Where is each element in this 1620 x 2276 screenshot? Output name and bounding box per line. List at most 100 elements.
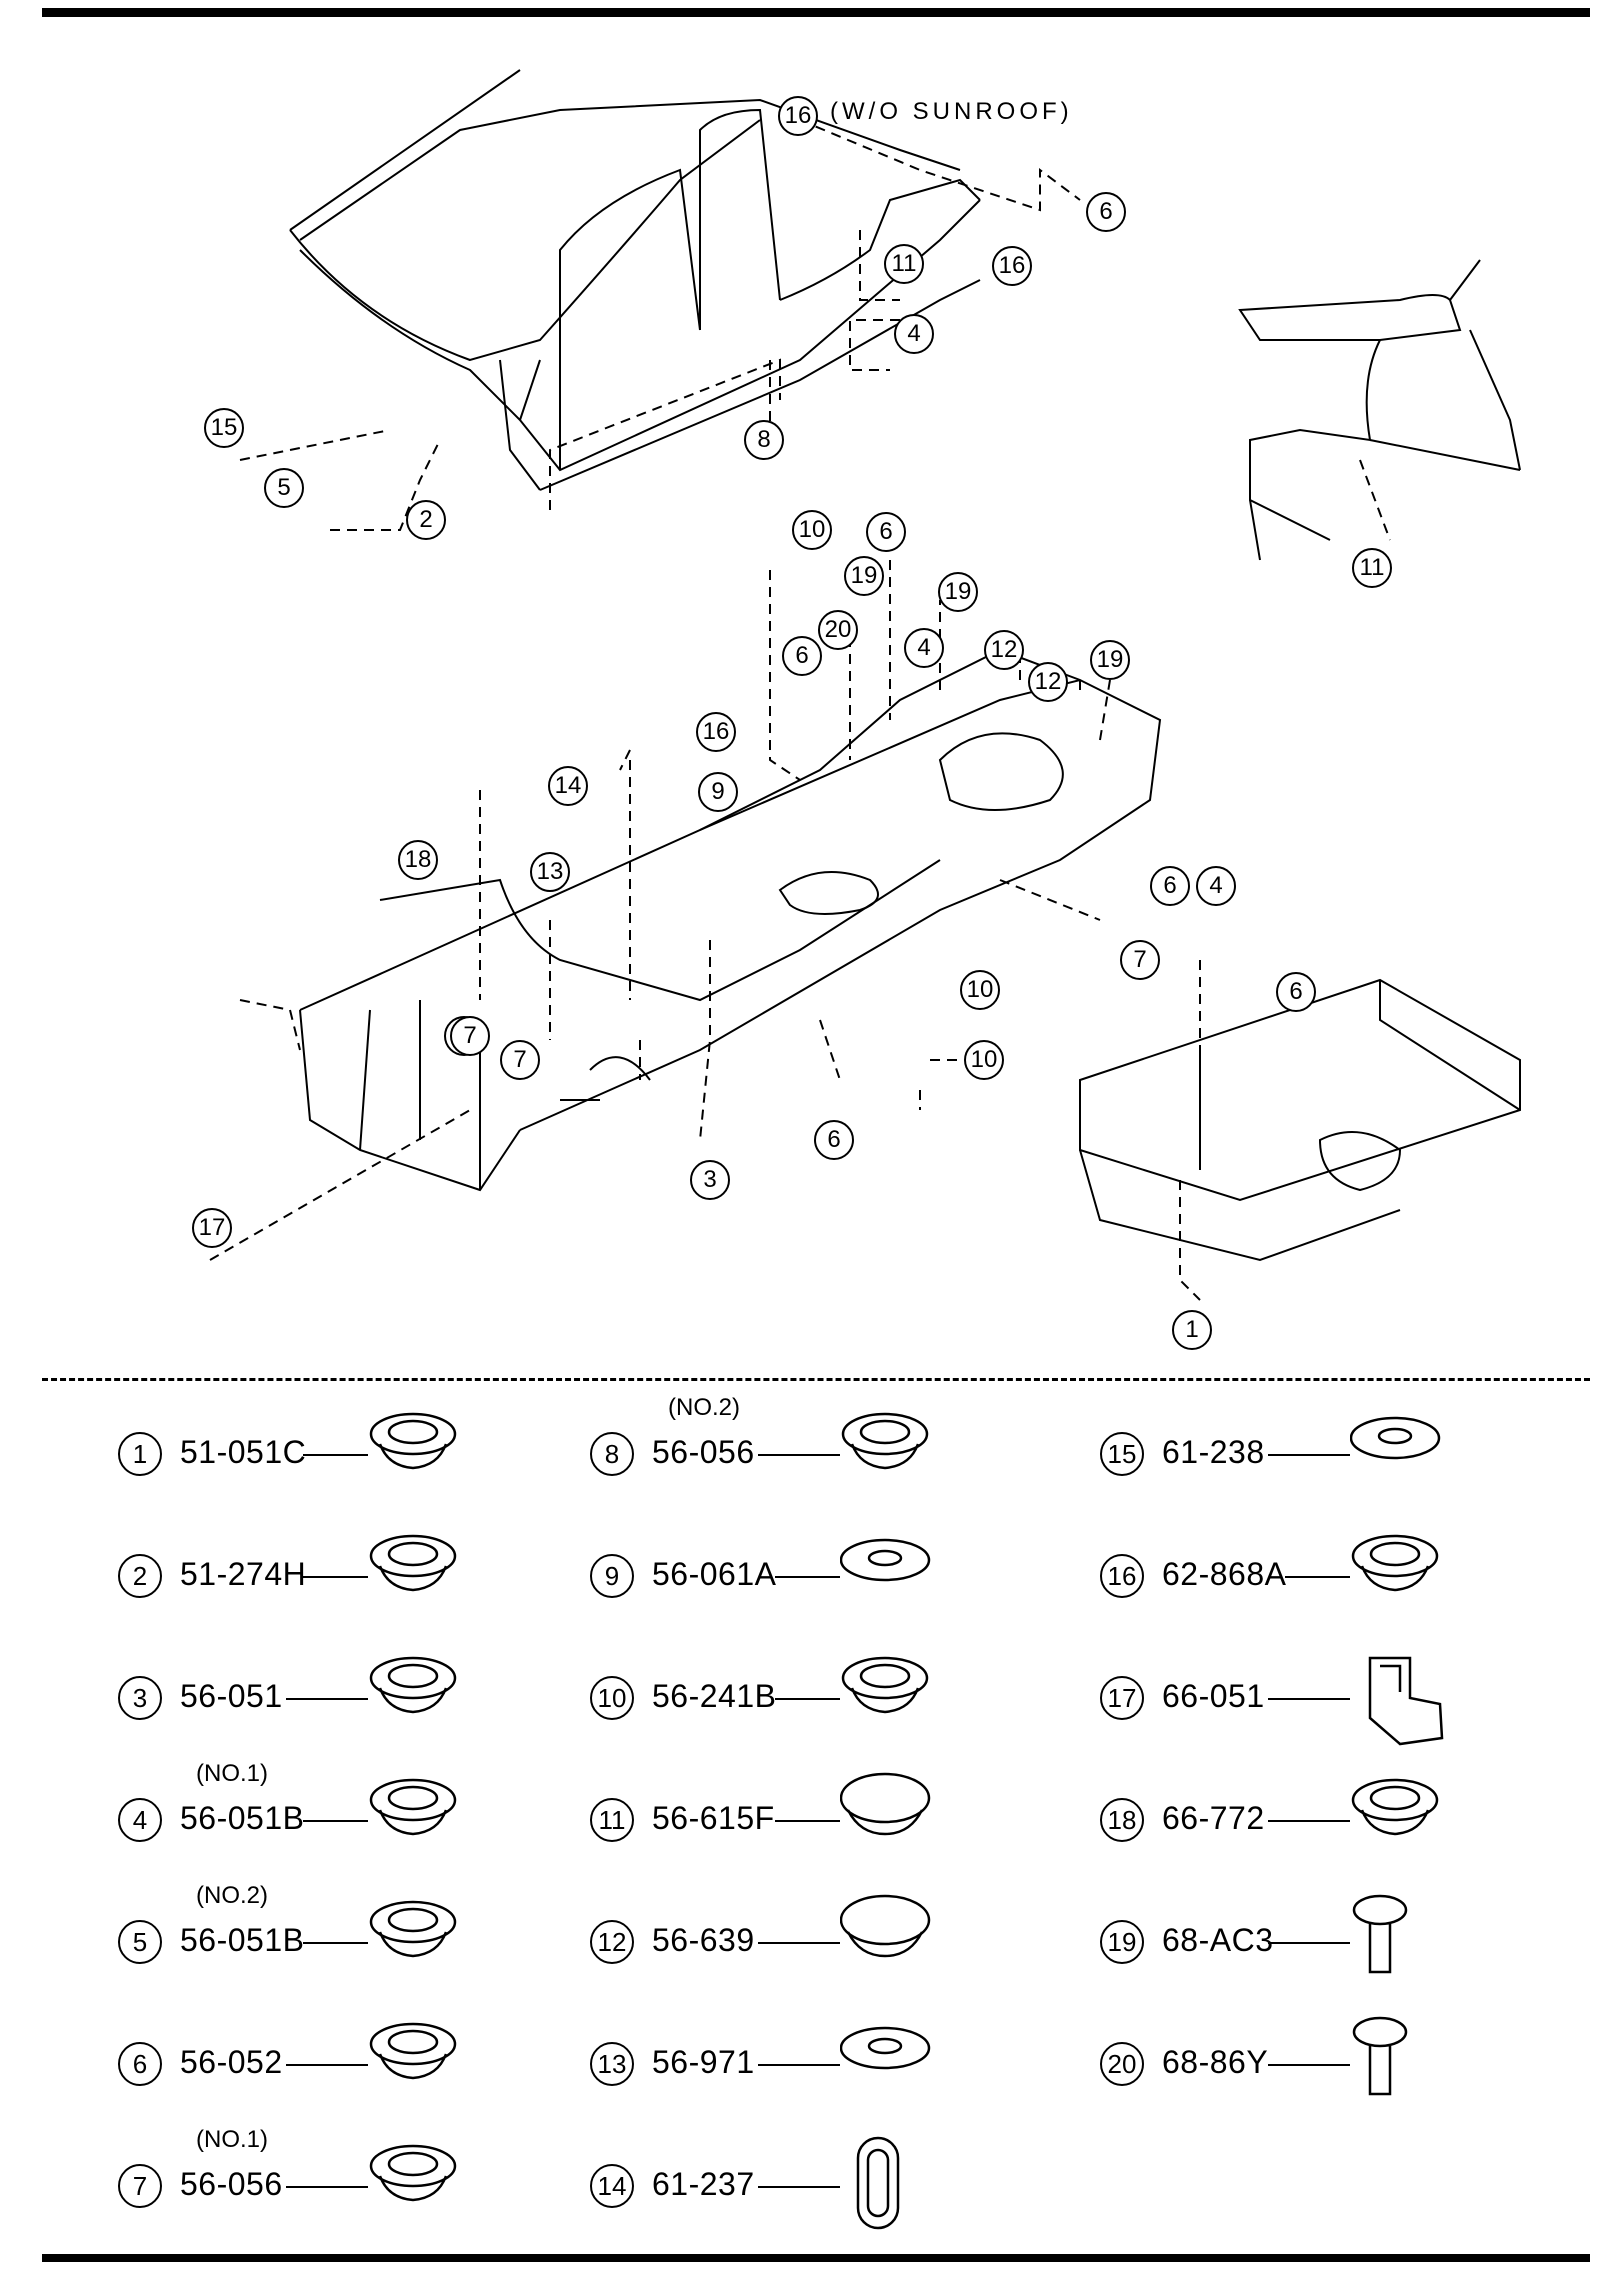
part-leader-line [286,2186,368,2188]
callout-10: 10 [960,970,1000,1010]
part-number-circle: 20 [1100,2042,1144,2086]
body-shell-drawing [289,69,981,491]
part-grommet-icon [369,1778,457,1836]
bottom-rule [42,2254,1590,2262]
part-oval-icon [856,2136,900,2230]
part-flat-icon [1350,1416,1441,1460]
part-note: (NO.1) [196,2126,268,2153]
callout-6: 6 [1086,192,1126,232]
part-grommet-icon [369,1412,457,1470]
callout-10: 10 [792,510,832,550]
part-entry: 5 (NO.2) 56-051B [118,1878,638,1998]
body-illustration [209,69,1521,1301]
part-leader-line [1268,2064,1350,2066]
part-entry: 20 68-86Y [1100,2000,1620,2120]
part-number-circle: 12 [590,1920,634,1964]
part-code: 51-274H [180,1556,307,1592]
callout-10: 10 [964,1040,1004,1080]
part-leader-line [758,2186,840,2188]
callout-11: 11 [1352,548,1392,588]
callout-12: 12 [984,630,1024,670]
part-grommet-icon [841,1412,929,1470]
part-number-circle: 14 [590,2164,634,2208]
part-leader-line [1285,1576,1350,1578]
callout-6: 6 [782,636,822,676]
part-bolt-icon [1352,2016,1408,2096]
part-code: 56-051B [180,1922,305,1958]
callout-15: 15 [204,408,244,448]
part-leader-line [286,2064,368,2066]
part-entry: 2 51-274H [118,1512,638,1632]
callout-6: 6 [1150,866,1190,906]
part-leader-line [775,1576,840,1578]
callout-18: 18 [398,840,438,880]
part-code: 56-056 [180,2166,283,2202]
callout-4: 4 [904,628,944,668]
part-number-circle: 17 [1100,1676,1144,1720]
part-flat-icon [840,2026,931,2070]
callout-16: 16 [778,96,818,136]
part-number-circle: 16 [1100,1554,1144,1598]
part-leader-line [1268,1820,1350,1822]
part-number-circle: 11 [590,1798,634,1842]
part-grommet-icon [369,1534,457,1592]
part-code: 68-86Y [1162,2044,1269,2080]
part-number-circle: 18 [1100,1798,1144,1842]
part-number-circle: 10 [590,1676,634,1720]
part-code: 66-051 [1162,1678,1265,1714]
callout-7: 7 [500,1040,540,1080]
callout-19: 19 [844,556,884,596]
part-leader-line [775,1820,840,1822]
part-code: 66-772 [1162,1800,1265,1836]
part-number-circle: 6 [118,2042,162,2086]
part-entry: 6 56-052 [118,2000,638,2120]
callout-13: 13 [530,852,570,892]
part-number-circle: 5 [118,1920,162,1964]
part-entry: 17 66-051 [1100,1634,1620,1754]
part-leader-line [758,2064,840,2066]
frame-inset-drawing [1079,978,1521,1262]
callout-12: 12 [1028,662,1068,702]
part-number-circle: 2 [118,1554,162,1598]
part-leader-line [775,1698,840,1700]
part-grommet-icon [369,1900,457,1958]
callout-20: 20 [818,610,858,650]
part-flat-icon [840,1538,931,1582]
part-number-circle: 19 [1100,1920,1144,1964]
part-code: 68-AC3 [1162,1922,1274,1958]
part-code: 51-051C [180,1434,307,1470]
part-leader-line [303,1820,368,1822]
part-number-circle: 7 [118,2164,162,2208]
part-leader-line [758,1454,840,1456]
part-note: (NO.2) [196,1882,268,1909]
callout-7: 7 [450,1016,490,1056]
part-note: (NO.2) [668,1394,740,1421]
part-grommet-icon [369,2022,457,2080]
callout-4: 4 [894,314,934,354]
part-number-circle: 4 [118,1798,162,1842]
callout-3: 3 [690,1160,730,1200]
part-code: 56-615F [652,1800,775,1836]
part-code: 56-052 [180,2044,283,2080]
quarter-inset-drawing [1238,259,1521,561]
callout-9: 9 [698,772,738,812]
part-cap-icon [840,1894,931,1958]
part-entry: 4(NO.1)56-051B [118,1756,638,1876]
part-clip-icon [1368,1656,1444,1746]
part-leader-line [303,1454,368,1456]
part-leader-line [758,1942,840,1944]
part-code: 56-639 [652,1922,755,1958]
leader-lines [209,119,1391,1301]
callout-14: 14 [548,766,588,806]
part-code: 61-238 [1162,1434,1265,1470]
part-entry: 19 68-AC3 [1100,1878,1620,1998]
separator-rule [42,1378,1590,1381]
